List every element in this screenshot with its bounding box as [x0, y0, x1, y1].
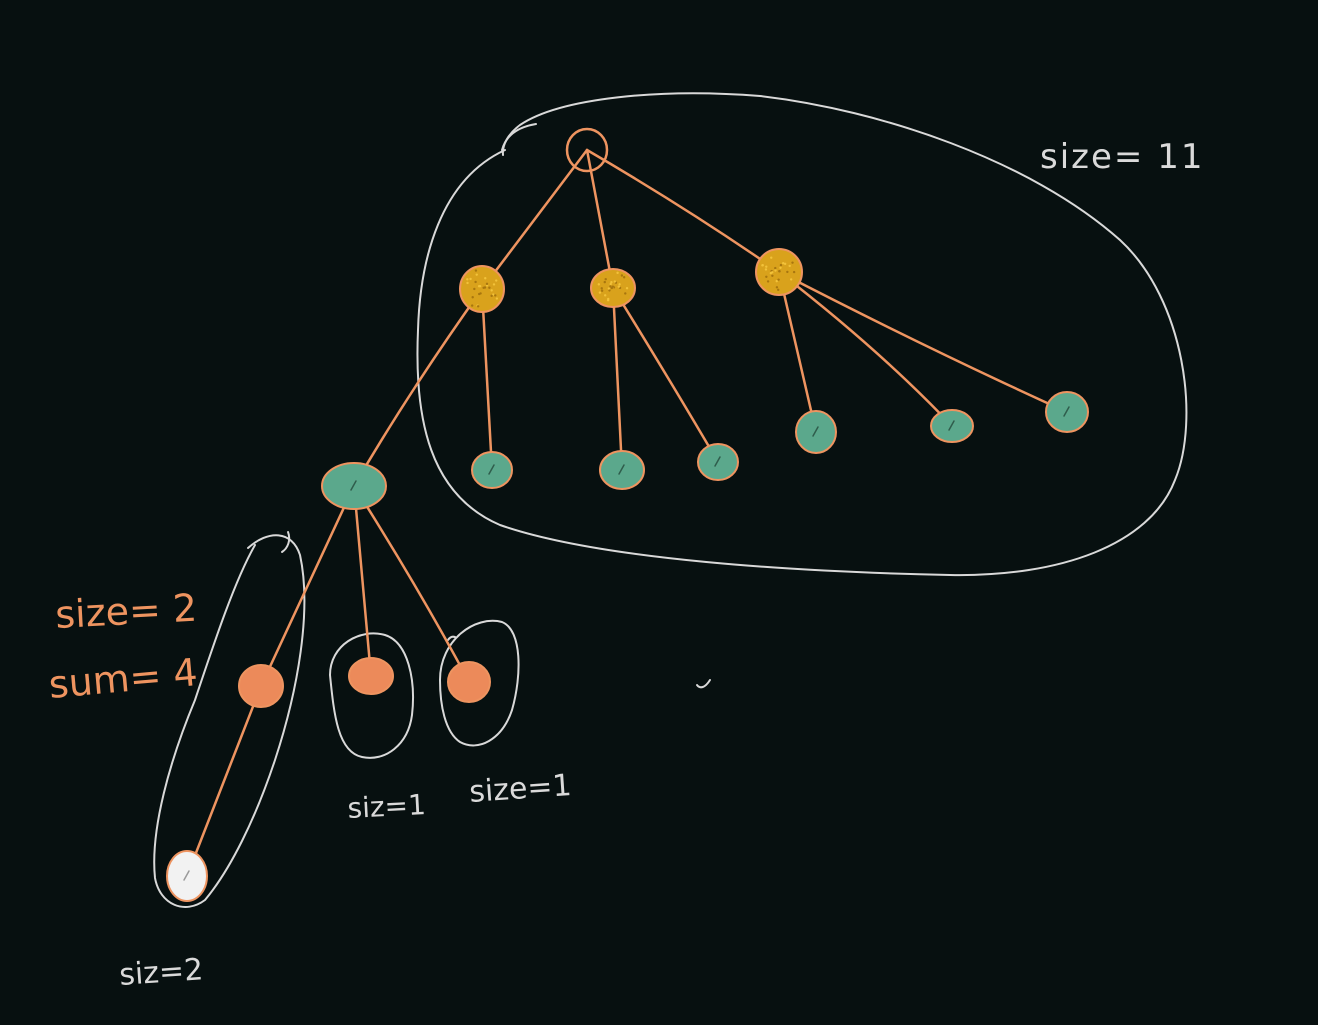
nodes-layer	[167, 129, 1088, 901]
node-w1	[167, 851, 207, 901]
node-g-e	[931, 410, 973, 442]
chain-group-outline-tick	[282, 532, 289, 552]
edge-y2-g-c	[613, 288, 718, 462]
single-group-a-outline	[330, 633, 413, 757]
single-group-b-size-label: size=1	[468, 768, 573, 810]
edge-root-y1	[482, 150, 587, 289]
node-g-c	[698, 444, 738, 480]
single-group-a-size-label: siz=1	[347, 788, 427, 825]
node-o2	[349, 658, 393, 694]
edge-g-left-o2	[354, 486, 371, 676]
node-g-d	[796, 411, 836, 453]
node-g-b	[600, 451, 644, 489]
edge-y3-g-e	[779, 272, 952, 426]
chain-group-sum-label: sum= 4	[47, 650, 199, 707]
node-g-left	[322, 463, 386, 509]
edge-y3-g-f	[779, 272, 1067, 412]
stray-mark	[697, 680, 710, 687]
chain-group-size-label: size= 2	[54, 586, 198, 637]
edge-o1-w1	[187, 686, 261, 876]
edge-g-left-o3	[354, 486, 469, 682]
main-group-size-label: size= 11	[1040, 137, 1204, 177]
node-g-a	[472, 452, 512, 488]
edges-layer	[187, 150, 1067, 876]
node-y3	[756, 249, 802, 295]
edge-y2-g-b	[613, 288, 622, 470]
node-o1	[239, 665, 283, 707]
node-y2	[591, 269, 635, 307]
edge-y1-g-a	[482, 289, 492, 470]
edge-root-y3	[587, 150, 779, 272]
node-g-f	[1046, 392, 1088, 432]
edge-g-left-o1	[261, 486, 354, 686]
node-y1	[460, 266, 504, 312]
bottom-group-size-label: siz=2	[118, 952, 204, 993]
node-o3	[448, 662, 490, 702]
